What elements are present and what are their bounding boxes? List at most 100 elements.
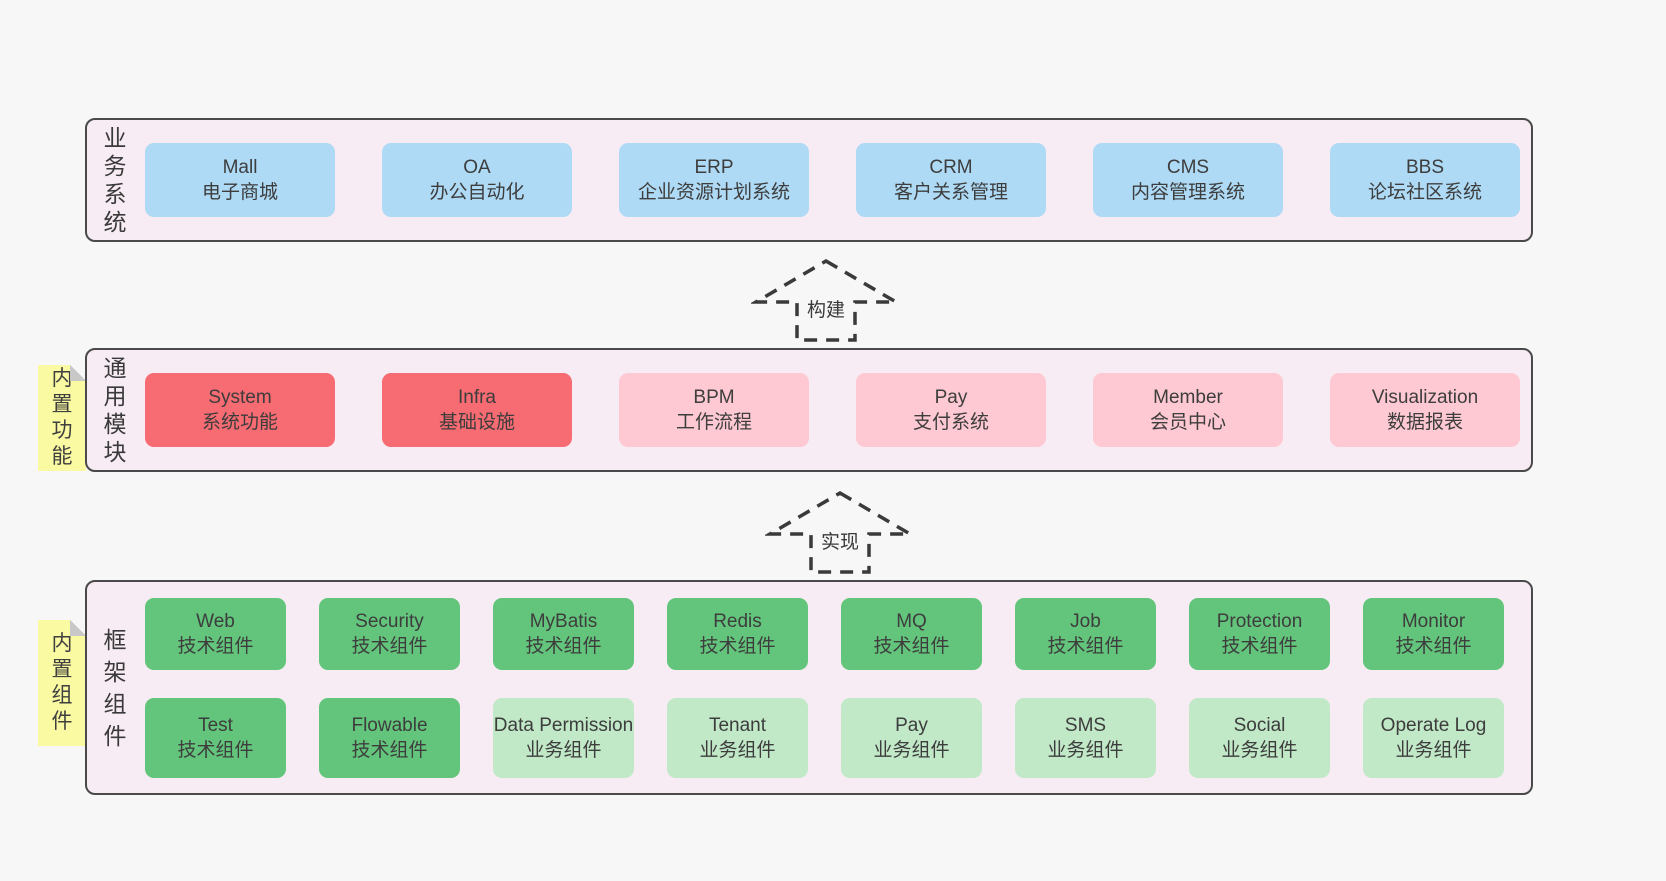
- sticky-note-built-in-features: 内置功能: [38, 365, 86, 471]
- box-subtitle: 技术组件: [1395, 635, 1472, 657]
- box-subtitle: 技术组件: [1047, 635, 1124, 657]
- box-social: Social 业务组件: [1189, 697, 1330, 778]
- box-flowable: Flowable 技术组件: [319, 697, 460, 778]
- box-pay-component: Pay 业务组件: [841, 697, 982, 778]
- box-monitor: Monitor 技术组件: [1363, 597, 1504, 670]
- box-subtitle: 技术组件: [351, 739, 428, 761]
- box-subtitle: 数据报表: [1386, 412, 1463, 433]
- box-title: Redis: [713, 610, 762, 632]
- common-modules-row: System 系统功能 Infra 基础设施 BPM 工作流程 Pay 支付系统…: [145, 373, 1520, 447]
- box-bbs: BBS 论坛社区系统: [1330, 143, 1520, 217]
- box-title: OA: [463, 157, 491, 178]
- box-security: Security 技术组件: [319, 597, 460, 670]
- box-subtitle: 客户关系管理: [893, 182, 1008, 203]
- arrow-build-label: 构建: [804, 295, 848, 322]
- sticky-note-built-in-components: 内置组件: [38, 620, 86, 746]
- box-test: Test 技术组件: [145, 697, 286, 778]
- box-title: Job: [1070, 610, 1101, 632]
- box-title: Visualization: [1371, 387, 1479, 408]
- box-subtitle: 企业资源计划系统: [637, 182, 790, 203]
- band-framework-components: 框架组件 Web 技术组件 Security 技术组件 MyBatis 技术组件…: [85, 580, 1533, 795]
- box-sms: SMS 业务组件: [1015, 697, 1156, 778]
- up-arrow-icon: [751, 258, 901, 342]
- box-subtitle: 会员中心: [1149, 412, 1226, 433]
- band-common-modules: 通用模块 System 系统功能 Infra 基础设施 BPM 工作流程 Pay…: [85, 348, 1533, 472]
- box-oa: OA 办公自动化: [382, 143, 572, 217]
- framework-components-row-2: Test 技术组件 Flowable 技术组件 Data Permission …: [145, 697, 1504, 778]
- box-title: CMS: [1166, 157, 1210, 178]
- box-subtitle: 业务组件: [1395, 739, 1472, 761]
- sticky-note-label: 内置组件: [51, 632, 73, 733]
- box-title: Pay: [934, 387, 968, 408]
- box-erp: ERP 企业资源计划系统: [619, 143, 809, 217]
- arrow-implement: 实现: [765, 488, 915, 576]
- box-subtitle: 技术组件: [177, 739, 254, 761]
- box-subtitle: 工作流程: [675, 412, 752, 433]
- box-visualization: Visualization 数据报表: [1330, 373, 1520, 447]
- box-system: System 系统功能: [145, 373, 335, 447]
- box-operate-log: Operate Log 业务组件: [1363, 697, 1504, 778]
- box-job: Job 技术组件: [1015, 597, 1156, 670]
- box-subtitle: 电子商城: [201, 182, 278, 203]
- box-subtitle: 基础设施: [438, 412, 515, 433]
- box-mall: Mall 电子商城: [145, 143, 335, 217]
- box-web: Web 技术组件: [145, 597, 286, 670]
- box-protection: Protection 技术组件: [1189, 597, 1330, 670]
- box-title: Member: [1153, 387, 1223, 408]
- box-subtitle: 业务组件: [1221, 739, 1298, 761]
- box-pay-module: Pay 支付系统: [856, 373, 1046, 447]
- business-systems-row: Mall 电子商城 OA 办公自动化 ERP 企业资源计划系统 CRM 客户关系…: [145, 143, 1520, 217]
- band-label-business-systems: 业务系统: [103, 125, 127, 235]
- framework-components-row-1: Web 技术组件 Security 技术组件 MyBatis 技术组件 Redi…: [145, 597, 1504, 670]
- box-subtitle: 支付系统: [912, 412, 989, 433]
- box-subtitle: 内容管理系统: [1130, 182, 1245, 203]
- box-title: SMS: [1064, 714, 1107, 736]
- box-tenant: Tenant 业务组件: [667, 697, 808, 778]
- box-redis: Redis 技术组件: [667, 597, 808, 670]
- box-title: Tenant: [708, 714, 767, 736]
- sticky-note-label: 内置功能: [51, 367, 73, 468]
- box-subtitle: 技术组件: [873, 635, 950, 657]
- framework-components-grid: Web 技术组件 Security 技术组件 MyBatis 技术组件 Redi…: [145, 597, 1504, 778]
- box-title: Web: [196, 610, 235, 632]
- band-business-systems: 业务系统 Mall 电子商城 OA 办公自动化 ERP 企业资源计划系统 CRM…: [85, 118, 1533, 242]
- box-subtitle: 技术组件: [177, 635, 254, 657]
- box-title: Pay: [895, 714, 928, 736]
- up-arrow-icon: [765, 490, 915, 574]
- box-subtitle: 技术组件: [699, 635, 776, 657]
- box-subtitle: 系统功能: [201, 412, 278, 433]
- box-title: Protection: [1216, 610, 1303, 632]
- box-subtitle: 业务组件: [1047, 739, 1124, 761]
- box-title: Infra: [457, 387, 497, 408]
- box-subtitle: 技术组件: [351, 635, 428, 657]
- box-title: MQ: [896, 610, 927, 632]
- box-title: Social: [1233, 714, 1286, 736]
- band-label-common-modules: 通用模块: [103, 355, 127, 465]
- box-member: Member 会员中心: [1093, 373, 1283, 447]
- box-subtitle: 业务组件: [699, 739, 776, 761]
- box-cms: CMS 内容管理系统: [1093, 143, 1283, 217]
- box-mybatis: MyBatis 技术组件: [493, 597, 634, 670]
- box-subtitle: 技术组件: [525, 635, 602, 657]
- box-subtitle: 业务组件: [873, 739, 950, 761]
- box-title: ERP: [694, 157, 734, 178]
- box-infra: Infra 基础设施: [382, 373, 572, 447]
- box-title: Flowable: [351, 714, 428, 736]
- box-title: MyBatis: [529, 610, 598, 632]
- box-subtitle: 论坛社区系统: [1367, 182, 1482, 203]
- box-title: Operate Log: [1380, 714, 1487, 736]
- box-title: Security: [355, 610, 424, 632]
- box-title: CRM: [929, 157, 973, 178]
- box-title: Test: [198, 714, 233, 736]
- box-mq: MQ 技术组件: [841, 597, 982, 670]
- box-subtitle: 办公自动化: [429, 182, 525, 203]
- box-bpm: BPM 工作流程: [619, 373, 809, 447]
- box-subtitle: 技术组件: [1221, 635, 1298, 657]
- band-label-framework-components: 框架组件: [103, 626, 127, 749]
- arrow-build: 构建: [751, 256, 901, 344]
- box-subtitle: 业务组件: [525, 739, 602, 761]
- arrow-implement-label: 实现: [818, 527, 862, 554]
- box-title: Monitor: [1401, 610, 1466, 632]
- box-crm: CRM 客户关系管理: [856, 143, 1046, 217]
- box-title: BBS: [1405, 157, 1445, 178]
